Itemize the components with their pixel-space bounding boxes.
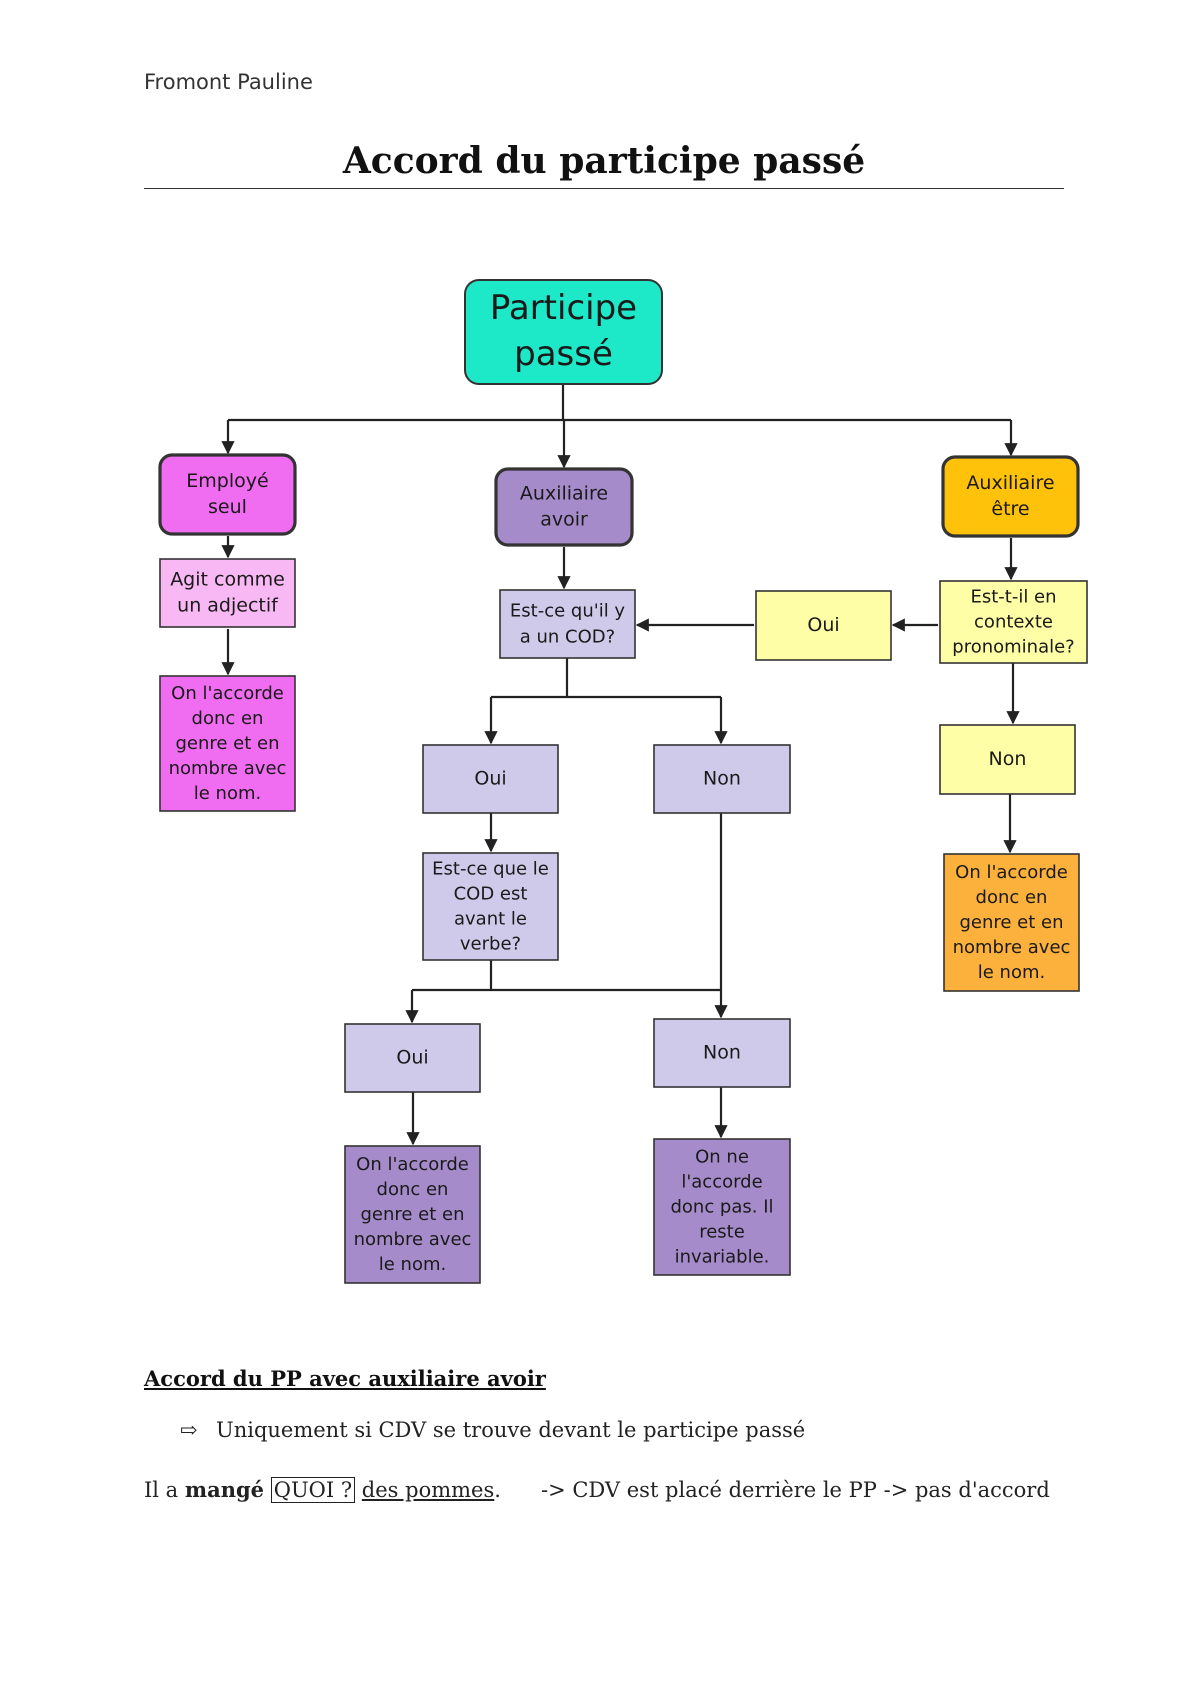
node-accord-employe-line-1: donc en [192,708,264,729]
page-title: Accord du participe passé [342,140,866,182]
node-avant-question-line-2: avant le [454,909,527,930]
node-non-avant-line-0: Non [703,1042,741,1064]
node-non-etre-line-0: Non [989,748,1027,770]
node-avant-question: Est-ce que le COD est avant le verbe? [422,852,559,961]
example-cod: des pommes [361,1478,495,1502]
node-agit-line-1: un adjectif [177,595,279,617]
node-pronominale-question-line-0: Est-t-il en [970,587,1056,608]
node-pronominale-question-line-2: pronominale? [952,637,1074,658]
bullet-item: ⇨ Uniquement si CDV se trouve devant le p… [180,1418,805,1442]
node-accord-etre-line-1: donc en [976,887,1048,908]
node-avoir-line-0: Auxiliaire [520,483,608,505]
node-accord-avoir-line-4: le nom. [379,1254,446,1275]
node-non-cod-line-0: Non [703,768,741,790]
node-accord-employe: On l'accorde donc en genre et en nombre ave… [159,675,296,812]
node-invariable-line-0: On ne [695,1147,749,1168]
example-verb: mangé [184,1477,265,1502]
node-oui-etre-line-0: Oui [807,614,839,636]
node-avoir: Auxiliaire avoir [494,467,634,547]
node-accord-employe-line-4: le nom. [194,783,261,804]
node-accord-avoir-line-1: donc en [377,1179,449,1200]
section-heading: Accord du PP avec auxiliaire avoir [144,1366,546,1391]
node-accord-avoir-line-3: nombre avec [354,1229,472,1250]
node-pronominale-question-line-1: contexte [974,612,1053,633]
node-etre-line-0: Auxiliaire [966,472,1054,494]
node-non-etre: Non [939,724,1076,795]
node-root-line-0: Participe [490,288,637,328]
node-employe-line-0: Employé [186,470,268,492]
node-accord-employe-line-2: genre et en [175,733,279,754]
node-etre-line-1: être [991,498,1029,520]
title-underline [144,188,1064,189]
node-accord-etre-line-2: genre et en [959,912,1063,933]
node-agit-line-0: Agit comme [170,569,285,591]
node-root-line-1: passé [514,334,613,374]
node-accord-avoir-line-0: On l'accorde [356,1154,469,1175]
node-oui-cod-line-0: Oui [474,768,506,790]
node-avant-question-line-3: verbe? [460,934,521,955]
node-pronominale-question: Est-t-il en contexte pronominale? [939,580,1088,664]
bullet-text: Uniquement si CDV se trouve devant le pa… [216,1418,806,1442]
node-accord-etre: On l'accorde donc en genre et en nombre ave… [943,853,1080,992]
node-cod-question-line-0: Est-ce qu'il y [510,601,626,622]
node-accord-avoir: On l'accorde donc en genre et en nombre ave… [344,1145,481,1284]
node-avant-question-line-1: COD est [454,884,528,905]
node-accord-etre-line-4: le nom. [978,962,1045,983]
node-invariable-line-2: donc pas. Il [670,1197,773,1218]
example-question-box: QUOI ? [270,1477,356,1503]
node-etre: Auxiliaire être [941,455,1080,538]
node-non-cod: Non [653,744,791,814]
author-name: Fromont Pauline [144,70,313,94]
node-employe-line-1: seul [208,496,247,518]
node-invariable-line-1: l'accorde [681,1172,762,1193]
node-employe: Employé seul [158,453,297,536]
node-oui-etre: Oui [755,590,892,661]
node-cod-question: Est-ce qu'il y a un COD? [499,589,636,659]
node-cod-question-line-1: a un COD? [520,627,615,648]
node-invariable: On ne l'accorde donc pas. Il reste invariabl… [653,1138,791,1276]
node-non-avant: Non [653,1018,791,1088]
node-root: Participe passé [464,279,663,385]
example-sentence: Il a mangé QUOI ? des pommes. -> CDV est… [144,1470,1064,1510]
node-accord-etre-line-0: On l'accorde [955,862,1068,883]
node-oui-cod: Oui [422,744,559,814]
node-oui-avant-line-0: Oui [396,1047,428,1069]
node-accord-etre-line-3: nombre avec [953,937,1071,958]
node-accord-avoir-line-2: genre et en [360,1204,464,1225]
example-period: . [494,1478,501,1502]
example-subject: Il a [144,1478,179,1502]
node-oui-avant: Oui [344,1023,481,1093]
node-accord-employe-line-0: On l'accorde [171,683,284,704]
node-avoir-line-1: avoir [540,509,588,531]
node-accord-employe-line-3: nombre avec [169,758,287,779]
node-invariable-line-3: reste [699,1222,745,1243]
node-agit: Agit comme un adjectif [159,558,296,628]
node-avant-question-line-0: Est-ce que le [432,859,549,880]
node-invariable-line-4: invariable. [675,1247,770,1268]
arrow-right-icon: ⇨ [180,1418,198,1442]
example-explanation: -> CDV est placé derrière le PP -> pas d… [541,1478,1050,1502]
